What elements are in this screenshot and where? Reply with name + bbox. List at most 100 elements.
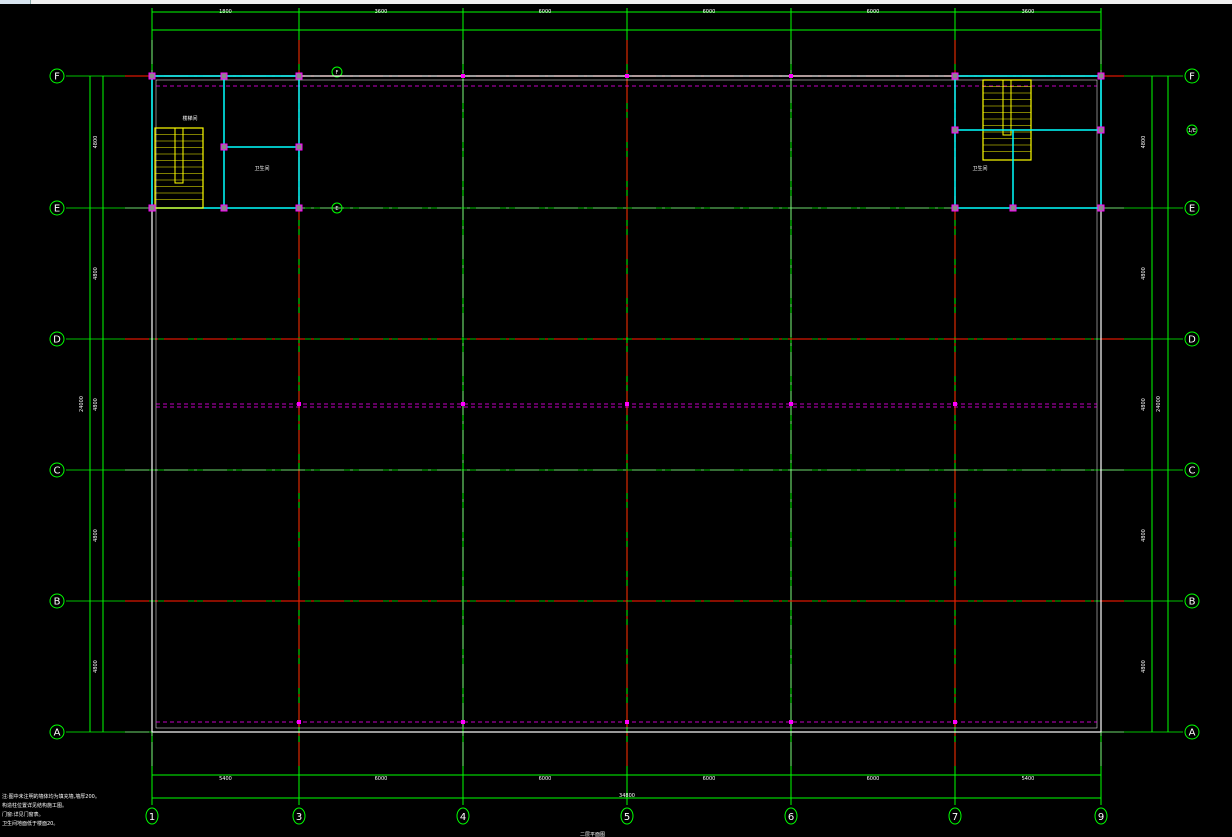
drawing-note: 注:图中未注明的墙体均为填充墙,墙厚200。: [2, 793, 100, 800]
row-axis-label: F: [54, 72, 60, 83]
dimension-text: 6000: [539, 776, 552, 782]
column-axis-label: 5: [624, 812, 630, 823]
room-label: 楼梯间: [182, 115, 197, 122]
axis-bubble: [456, 807, 470, 825]
structural-column: [220, 204, 228, 212]
column-mark: [625, 720, 629, 724]
row-axis-label: E: [54, 204, 60, 215]
column-mark: [789, 720, 793, 724]
dimension-total: 24000: [1156, 396, 1162, 412]
drawing-tab[interactable]: [0, 0, 31, 4]
title-bar: [0, 0, 1232, 4]
column-mark: [625, 74, 629, 78]
stair-well: [174, 127, 184, 184]
axis-bubble: [49, 724, 65, 740]
sub-axis-label: 1/E: [1188, 128, 1196, 134]
dimension-text: 6000: [703, 9, 716, 15]
axis-bubble: [49, 593, 65, 609]
column-axis-label: 1: [149, 812, 155, 823]
column-mark: [789, 74, 793, 78]
row-axis-label: F: [1189, 72, 1195, 83]
axis-bubble: [1184, 724, 1200, 740]
column-mark: [461, 720, 465, 724]
row-axis-label: C: [54, 466, 61, 477]
dimension-text: 1800: [219, 9, 232, 15]
dimension-text: 5400: [219, 776, 232, 782]
dimension-text: 4800: [1141, 660, 1147, 673]
axis-bubble: [292, 807, 306, 825]
structural-column: [148, 204, 156, 212]
axis-bubble: [49, 68, 65, 84]
structural-column: [295, 204, 303, 212]
dimension-text: 4800: [93, 529, 99, 542]
sub-axis-label: F: [336, 70, 339, 76]
column-mark: [953, 402, 957, 406]
row-axis-label: B: [1189, 597, 1196, 608]
column-axis-label: 4: [460, 812, 466, 823]
column-mark: [461, 402, 465, 406]
sub-axis-bubble: [331, 202, 343, 214]
column-axis-label: 6: [788, 812, 794, 823]
dimension-total: 24000: [79, 396, 85, 412]
structural-column: [295, 72, 303, 80]
row-axis-label: D: [1188, 335, 1196, 346]
structural-column: [1097, 126, 1105, 134]
dimension-text: 4800: [93, 398, 99, 411]
dimension-total: 34800: [619, 793, 635, 799]
dimension-text: 4800: [1141, 136, 1147, 149]
column-axis-label: 3: [296, 812, 302, 823]
sub-axis-bubble: [331, 66, 343, 78]
row-axis-label: C: [1189, 466, 1196, 477]
dimension-text: 6000: [867, 776, 880, 782]
drawing-title: 二层平面图: [580, 832, 605, 837]
structural-column: [220, 143, 228, 151]
row-axis-label: D: [53, 335, 61, 346]
axis-bubble: [1184, 68, 1200, 84]
dimension-text: 6000: [703, 776, 716, 782]
right-core-walls: [954, 75, 1102, 209]
sub-axis-label: E: [335, 206, 338, 212]
structural-column: [951, 204, 959, 212]
dimension-text: 5400: [1022, 776, 1035, 782]
dimension-text: 4800: [1141, 529, 1147, 542]
room-label: 卫生间: [254, 165, 269, 172]
dimension-text: 6000: [867, 9, 880, 15]
axis-bubble: [1184, 331, 1200, 347]
axis-bubble: [145, 807, 159, 825]
row-axis-label: A: [1189, 728, 1196, 739]
left-core-stair: [154, 127, 204, 209]
dimension-text: 6000: [375, 776, 388, 782]
axis-bubble: [1184, 593, 1200, 609]
dimension-text: 6000: [539, 9, 552, 15]
axis-bubble: [49, 462, 65, 478]
structural-column: [1097, 204, 1105, 212]
axis-bubble: [620, 807, 634, 825]
dimension-text: 4800: [93, 136, 99, 149]
dimension-text: 4800: [93, 267, 99, 280]
column-axis-label: 7: [952, 812, 958, 823]
dimension-text: 4800: [93, 660, 99, 673]
structural-column: [1097, 72, 1105, 80]
structural-column: [148, 72, 156, 80]
column-axis-label: 9: [1098, 812, 1104, 823]
sub-axis-bubble: [1186, 124, 1198, 136]
drawing-note: 门窗:详见门窗表。: [2, 811, 44, 818]
column-mark: [297, 720, 301, 724]
row-axis-label: E: [1189, 204, 1195, 215]
axis-bubble: [784, 807, 798, 825]
axis-bubble: [1184, 462, 1200, 478]
left-core-walls: [151, 75, 300, 209]
structural-column: [951, 72, 959, 80]
column-mark: [789, 402, 793, 406]
dimension-text: 4800: [1141, 267, 1147, 280]
axis-bubble: [948, 807, 962, 825]
right-core-stair: [982, 79, 1032, 161]
axis-bubble: [1184, 200, 1200, 216]
structural-column: [295, 143, 303, 151]
structural-column: [1009, 204, 1017, 212]
room-label: 卫生间: [972, 165, 987, 172]
axis-bubble: [49, 331, 65, 347]
dimension-text: 3600: [1022, 9, 1035, 15]
stair-well: [1002, 79, 1012, 136]
